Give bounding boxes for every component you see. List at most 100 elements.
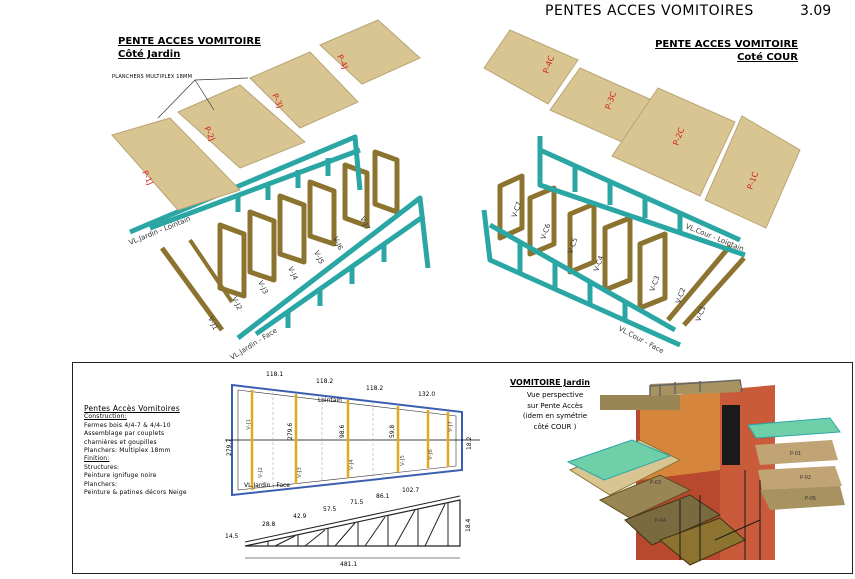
construction-line-4: Planchers: Multiplex 18mm	[84, 447, 171, 455]
elev-height-1: 14.5	[225, 533, 239, 540]
frame-c3-label: V-C3	[648, 275, 661, 293]
jardin-wood-frames	[159, 149, 400, 332]
frame-j2	[217, 222, 247, 299]
elev-height-7: 102.7	[402, 487, 419, 494]
persp-panel-label-2: P-02	[800, 475, 811, 481]
caption-line-2: sur Pente Accès	[527, 401, 583, 410]
plan-face-label: VL.Jardin - Face	[244, 482, 290, 489]
cour-stringer-face	[481, 209, 682, 348]
elev-height-4: 57.5	[323, 506, 337, 513]
jardin-isometric-view: P-1J P-2J P-3J P-4J VL.Jardin - Lointain…	[111, 19, 431, 362]
panel-p1c	[704, 115, 801, 229]
plan-frame-label-5: V-J5	[400, 455, 406, 466]
cour-title-text: PENTE ACCES VOMITOIRE	[655, 39, 798, 50]
frame-j5-label: V-J5	[312, 249, 325, 265]
caption-line-1: Vue perspective	[526, 391, 584, 399]
jardin-stringer-face	[236, 195, 431, 340]
plan-outline	[231, 383, 463, 497]
frame-j7	[372, 149, 400, 215]
persp-panel-label-1: P-01	[790, 451, 801, 457]
jardin-title-text: PENTE ACCES VOMITOIRE	[118, 36, 261, 47]
plan-frame-dim-1: 279.6	[287, 423, 294, 440]
plan-frame-dim-3: 59.8	[389, 424, 396, 438]
caption-line-4: côté COUR )	[533, 422, 577, 431]
structures-value: Peinture ignifuge noire	[84, 472, 157, 480]
elev-right-height: 18.4	[465, 518, 472, 532]
panel-p1j	[111, 117, 241, 211]
planchers-value: Peinture & patines décors Neige	[84, 489, 187, 497]
panel-p3j	[249, 51, 359, 129]
jardin-floor-panels	[111, 19, 421, 211]
panel-p4j	[319, 19, 421, 85]
elevation-view: 14.5 28.8 42.9 57.5 71.5 86.1 102.7 18.4…	[225, 487, 472, 568]
frame-c3	[637, 231, 668, 311]
plan-frame-label-6: V-J6	[428, 449, 434, 460]
frame-j3-label: V-J3	[256, 279, 269, 295]
frame-j4	[277, 193, 307, 265]
cour-isometric-view: P-4C P-3C P-2C P-1C VL.Cour - Lointain V…	[481, 29, 801, 355]
elev-height-5: 71.5	[350, 499, 364, 506]
sheet-title: PENTES ACCES VOMITOIRES	[545, 3, 754, 19]
plan-dim-4: 132.0	[418, 391, 435, 398]
panel-p2c	[611, 87, 736, 197]
cour-stringer-lointain	[537, 136, 746, 258]
elev-height-2: 28.8	[262, 521, 276, 528]
jardin-subtitle-text: Côté Jardin	[118, 49, 181, 60]
frame-j2-label: V-J2	[230, 295, 243, 311]
frame-j1-label: V-J1	[206, 315, 219, 331]
frame-c2	[666, 244, 732, 322]
sheet-number: 3.09	[800, 3, 832, 19]
frame-j1b	[188, 238, 234, 304]
plan-dim-1: 118.1	[266, 371, 283, 378]
detail-frame	[72, 362, 853, 574]
construction-notes: Pentes Accès Vomitoires Construction: Fe…	[84, 404, 224, 497]
plan-dim-3: 118.2	[366, 385, 383, 392]
frame-c7	[497, 173, 525, 241]
plan-view: 118.1 118.2 118.2 132.0 279.7 18.2 279.6…	[225, 371, 480, 497]
elev-height-6: 86.1	[376, 493, 390, 500]
plan-lointain-label: Lointain	[318, 397, 342, 404]
jardin-view-title: PENTE ACCES VOMITOIRE Côté Jardin	[118, 35, 261, 61]
construction-line-1: Fermes bois 4/4-7 & 4/4-10	[84, 421, 171, 429]
frame-c1	[682, 256, 746, 327]
caption-line-3: (idem en symétrie	[522, 412, 588, 420]
floor-material-note: PLANCHERS MULTIPLEX 18MM	[112, 74, 193, 80]
frame-c4	[602, 215, 633, 293]
persp-panel-label-4: P-04	[655, 518, 666, 524]
plan-frame-label-3: V-J3	[297, 467, 303, 478]
frame-j3	[247, 209, 277, 283]
plan-height-left: 279.7	[226, 439, 233, 456]
plan-frame-dim-2: 98.6	[339, 424, 346, 438]
construction-line-3: charnières et goupilles	[84, 438, 157, 446]
notes-heading: Pentes Accès Vomitoires	[84, 404, 180, 413]
perspective-caption: Vue perspective sur Pente Accès (idem en…	[500, 390, 610, 432]
elev-total-length: 481.1	[340, 561, 357, 568]
frame-c6-label: V-C6	[539, 222, 552, 241]
finition-label: Finition:	[84, 455, 110, 463]
plan-frames	[250, 390, 450, 490]
structures-label: Structures:	[84, 463, 120, 471]
perspective-render: P-01 P-02 P-03 P-04 P-05	[566, 379, 845, 566]
plan-frame-label-2: V-J2	[258, 467, 264, 478]
perspective-title: VOMITOIRE Jardin	[510, 378, 590, 387]
plan-frame-label-7: V-J7	[448, 421, 454, 432]
frame-c1-label: V-C1	[694, 305, 707, 323]
plan-dim-2: 118.2	[316, 378, 333, 385]
cour-subtitle-text: Coté COUR	[737, 52, 798, 63]
jardin-stringer-face-label: VL.Jardin - Face	[229, 326, 279, 361]
cour-view-title: PENTE ACCES VOMITOIRE Coté COUR	[652, 38, 798, 64]
plan-frame-label-4: V-J4	[349, 459, 355, 470]
frame-j1	[159, 246, 225, 332]
planchers-label: Planchers:	[84, 480, 118, 488]
construction-label: Construction:	[84, 413, 127, 421]
cour-floor-panels	[483, 29, 801, 229]
persp-panel-label-3: P-03	[650, 480, 661, 486]
frame-j4-label: V-J4	[286, 265, 299, 281]
frame-c6	[527, 185, 557, 257]
plan-frame-label-1: V-J1	[246, 419, 252, 430]
cour-wood-frames	[497, 173, 746, 327]
construction-line-2: Assemblage par couplets	[84, 430, 165, 438]
panel-p4c	[483, 29, 579, 105]
